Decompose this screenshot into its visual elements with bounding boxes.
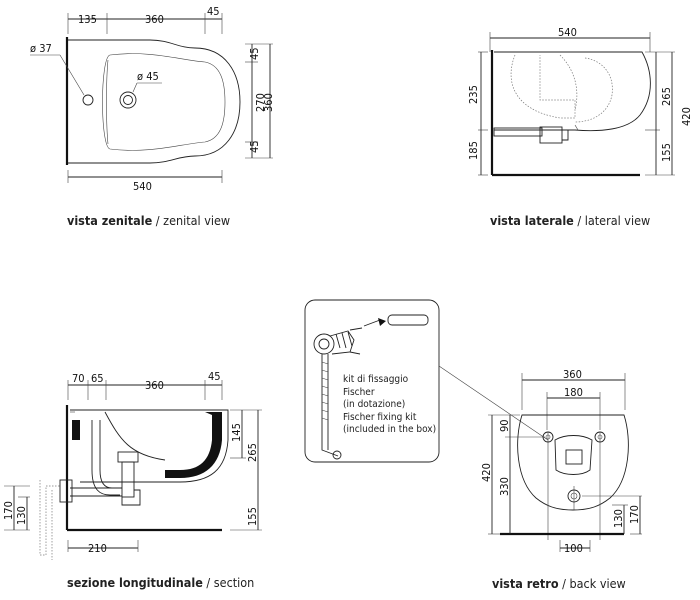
lateral-view: 540 235 185 265 155 420 <box>467 26 693 177</box>
zen-dim-45-top: 45 <box>207 5 220 18</box>
sec-dim-210: 210 <box>88 542 107 555</box>
zen-dim-135: 135 <box>78 13 97 26</box>
lat-dim-265: 265 <box>660 87 673 106</box>
zen-dim-45b: 45 <box>248 140 261 153</box>
fixing-kit-text: kit di fissaggio Fischer (in dotazione) … <box>343 374 436 437</box>
zen-dim-45a: 45 <box>248 47 261 60</box>
zenital-view: 135 360 45 ø 37 ø 45 45 270 45 360 <box>30 5 275 193</box>
lat-dim-185: 185 <box>467 141 480 160</box>
zen-dim-540: 540 <box>133 180 152 193</box>
lat-dim-235: 235 <box>467 85 480 104</box>
lat-dim-155: 155 <box>660 143 673 162</box>
zen-dim-dia37: ø 37 <box>30 42 52 55</box>
sec-dim-145: 145 <box>230 423 243 442</box>
kit-line: Fischer <box>343 386 375 398</box>
zen-dim-dia45: ø 45 <box>137 70 159 83</box>
zenital-caption: vista zenitale / zenital view <box>67 213 231 228</box>
sec-dim-360: 360 <box>145 379 164 392</box>
kit-line: (included in the box) <box>343 424 437 435</box>
back-dim-420: 420 <box>480 463 493 482</box>
zen-dim-270: 270 <box>254 93 267 112</box>
kit-line: (in dotazione) <box>343 399 406 410</box>
zen-dim-360: 360 <box>145 13 164 26</box>
sec-dim-45: 45 <box>208 370 221 383</box>
sec-dim-155: 155 <box>246 507 259 526</box>
back-dim-180: 180 <box>564 386 583 399</box>
section-view: 70 65 360 45 145 265 155 <box>2 370 262 560</box>
back-dim-100: 100 <box>564 542 583 555</box>
fixing-kit-box <box>304 299 549 463</box>
zen-dim-360r: 360 <box>262 93 275 112</box>
sec-dim-65: 65 <box>91 372 104 385</box>
lat-dim-540: 540 <box>558 26 577 39</box>
back-dim-130: 130 <box>612 509 625 528</box>
back-dim-170: 170 <box>628 505 641 524</box>
back-dim-360: 360 <box>563 368 582 381</box>
back-view: 360 180 90 420 330 13 <box>480 368 642 555</box>
lateral-caption: vista laterale / lateral view <box>490 213 651 228</box>
lat-dim-420: 420 <box>680 107 693 126</box>
section-caption: sezione longitudinale / section <box>67 575 255 590</box>
sec-dim-130: 130 <box>15 506 28 525</box>
sec-dim-265: 265 <box>246 443 259 462</box>
back-dim-330: 330 <box>498 477 511 496</box>
back-caption: vista retro / back view <box>492 576 626 591</box>
sec-dim-170: 170 <box>2 501 15 520</box>
kit-line: Fischer fixing kit <box>343 411 417 423</box>
back-dim-90: 90 <box>498 419 511 432</box>
kit-line: kit di fissaggio <box>343 374 409 385</box>
sec-dim-70: 70 <box>72 372 85 385</box>
